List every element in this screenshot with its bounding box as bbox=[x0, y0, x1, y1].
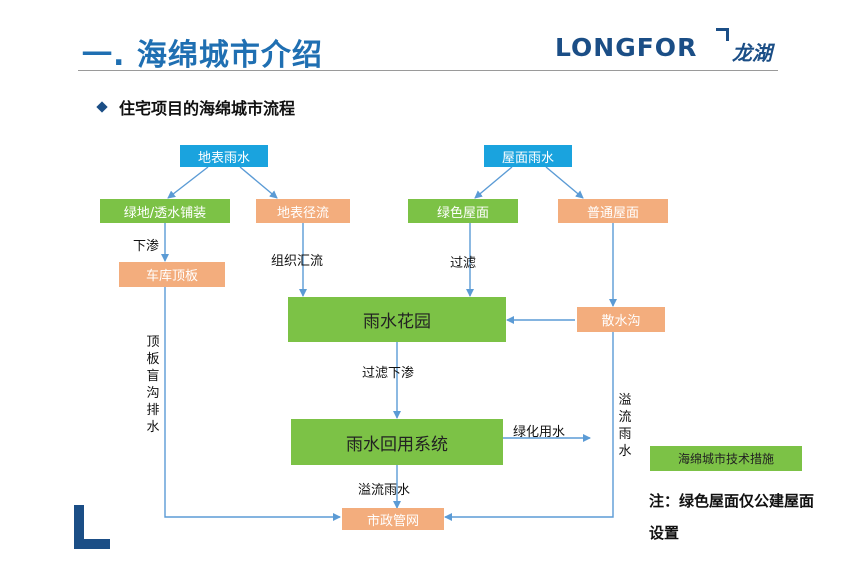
brand-logo-cn: 龙湖 bbox=[732, 41, 772, 65]
label-greening-water: 绿化用水 bbox=[513, 425, 566, 440]
brand-mark-icon bbox=[716, 28, 729, 41]
node-roof-rain: 屋面雨水 bbox=[484, 145, 572, 167]
arrow-roof-to-normal bbox=[545, 166, 584, 199]
longfor-l-logo-base bbox=[74, 539, 110, 549]
label-overflow-vertical: 溢流雨水 bbox=[618, 393, 632, 459]
node-normal-roof: 普通屋面 bbox=[558, 199, 668, 223]
node-reuse-system: 雨水回用系统 bbox=[291, 419, 503, 465]
label-filter: 过滤 bbox=[450, 256, 477, 271]
label-overflow: 溢流雨水 bbox=[358, 483, 411, 498]
label-filter-infiltrate: 过滤下渗 bbox=[362, 366, 415, 381]
page-title: 一. 海绵城市介绍 bbox=[82, 38, 323, 73]
arrow-surface-to-paving bbox=[167, 166, 209, 199]
node-swale: 散水沟 bbox=[577, 307, 665, 332]
node-surface-runoff: 地表径流 bbox=[256, 199, 350, 223]
node-rain-garden: 雨水花园 bbox=[288, 297, 506, 342]
arrow-garage-to-municipal bbox=[164, 287, 341, 521]
longfor-l-logo-icon bbox=[74, 505, 84, 549]
node-garage-roof: 车库顶板 bbox=[119, 262, 225, 287]
measures-badge: 海绵城市技术措施 bbox=[650, 446, 802, 471]
label-infiltrate: 下渗 bbox=[133, 239, 160, 254]
header-divider bbox=[78, 70, 778, 71]
node-green-roof: 绿色屋面 bbox=[408, 199, 518, 223]
arrow-roof-to-green bbox=[474, 166, 513, 199]
node-surface-rain: 地表雨水 bbox=[180, 145, 268, 167]
section-subtitle: 住宅项目的海绵城市流程 bbox=[119, 99, 296, 118]
brand-logo-text: LONGFOR bbox=[555, 33, 698, 62]
arrow-surface-to-runoff bbox=[239, 166, 278, 199]
footnote: 注：绿色屋面仅公建屋面设置 bbox=[649, 492, 815, 542]
node-green-paving: 绿地/透水铺装 bbox=[100, 199, 230, 223]
arrow-swale-to-municipal bbox=[444, 332, 614, 521]
label-organize-runoff: 组织汇流 bbox=[271, 254, 324, 269]
label-roof-drain-vertical: 顶板盲沟排水 bbox=[146, 335, 160, 435]
node-municipal-network: 市政管网 bbox=[342, 508, 444, 530]
